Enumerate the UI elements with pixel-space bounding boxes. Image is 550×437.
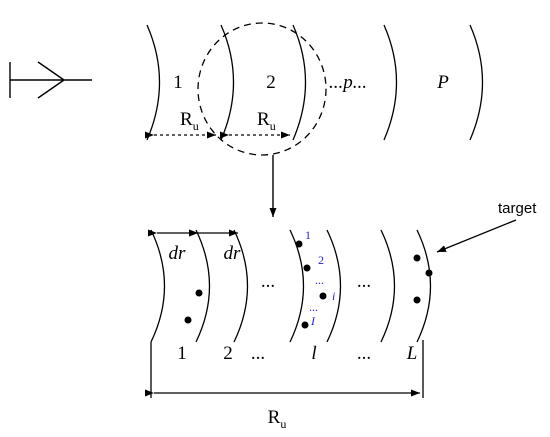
bin-label-2: 2 — [223, 343, 233, 364]
dr-label-1: dr — [169, 243, 187, 264]
bin-label-l: l — [311, 343, 316, 364]
bin-label-L: L — [406, 343, 418, 364]
wavefront-arc — [146, 24, 161, 141]
dr-label-2: dr — [224, 243, 242, 264]
target-dot — [425, 269, 433, 277]
target-pointer-arrow — [436, 219, 517, 253]
target-dots — [184, 240, 433, 329]
pulse-label-1: 1 — [305, 228, 311, 242]
target-label: target — [498, 200, 537, 217]
bin-label-dots-1: ... — [251, 343, 265, 364]
ru-span-label: Ru — [268, 407, 287, 431]
bin-label-dots-2: ... — [357, 343, 371, 364]
pulse-label-dots-1: ... — [315, 273, 324, 287]
pulse-label-I: I — [310, 314, 316, 328]
pulse-label-i: i — [332, 289, 335, 303]
bin-arc — [150, 229, 166, 343]
radar-antenna-icon — [9, 61, 92, 99]
ru-label-1: Ru — [180, 109, 199, 133]
wavefront-arc — [383, 24, 398, 141]
bin-arc — [233, 229, 249, 343]
target-dot — [195, 289, 203, 297]
bin-arc — [416, 229, 432, 343]
between-dots-2: ... — [357, 271, 371, 292]
bin-arc — [195, 229, 211, 343]
pulse-label-2: 2 — [318, 253, 324, 267]
wavefront-arc — [469, 24, 484, 141]
between-dots-1: ... — [261, 271, 275, 292]
beam-label-1: 1 — [173, 72, 183, 93]
beam-label-p: ...p... — [329, 72, 367, 93]
zoom-circle — [197, 22, 327, 156]
bin-label-1: 1 — [177, 343, 187, 364]
range-bin-arcs — [150, 229, 432, 343]
ru-label-2: Ru — [257, 109, 276, 133]
wavefront-arc — [220, 24, 235, 141]
beam-label-2: 2 — [266, 72, 276, 93]
ru-span-bracket — [145, 340, 424, 398]
wavefront-arc — [292, 24, 307, 141]
target-dot — [413, 254, 421, 262]
target-dot — [413, 296, 421, 304]
bin-arc — [289, 229, 305, 343]
bin-arc — [380, 229, 396, 343]
target-dot — [295, 240, 303, 248]
target-dot — [319, 292, 327, 300]
pulse-label-dots-2: ... — [309, 300, 318, 314]
beam-label-P: P — [436, 72, 449, 93]
bin-arc — [326, 229, 342, 343]
target-dot — [184, 316, 192, 324]
top-wavefronts — [146, 24, 484, 141]
target-dot — [303, 264, 311, 272]
target-dot — [301, 321, 309, 329]
